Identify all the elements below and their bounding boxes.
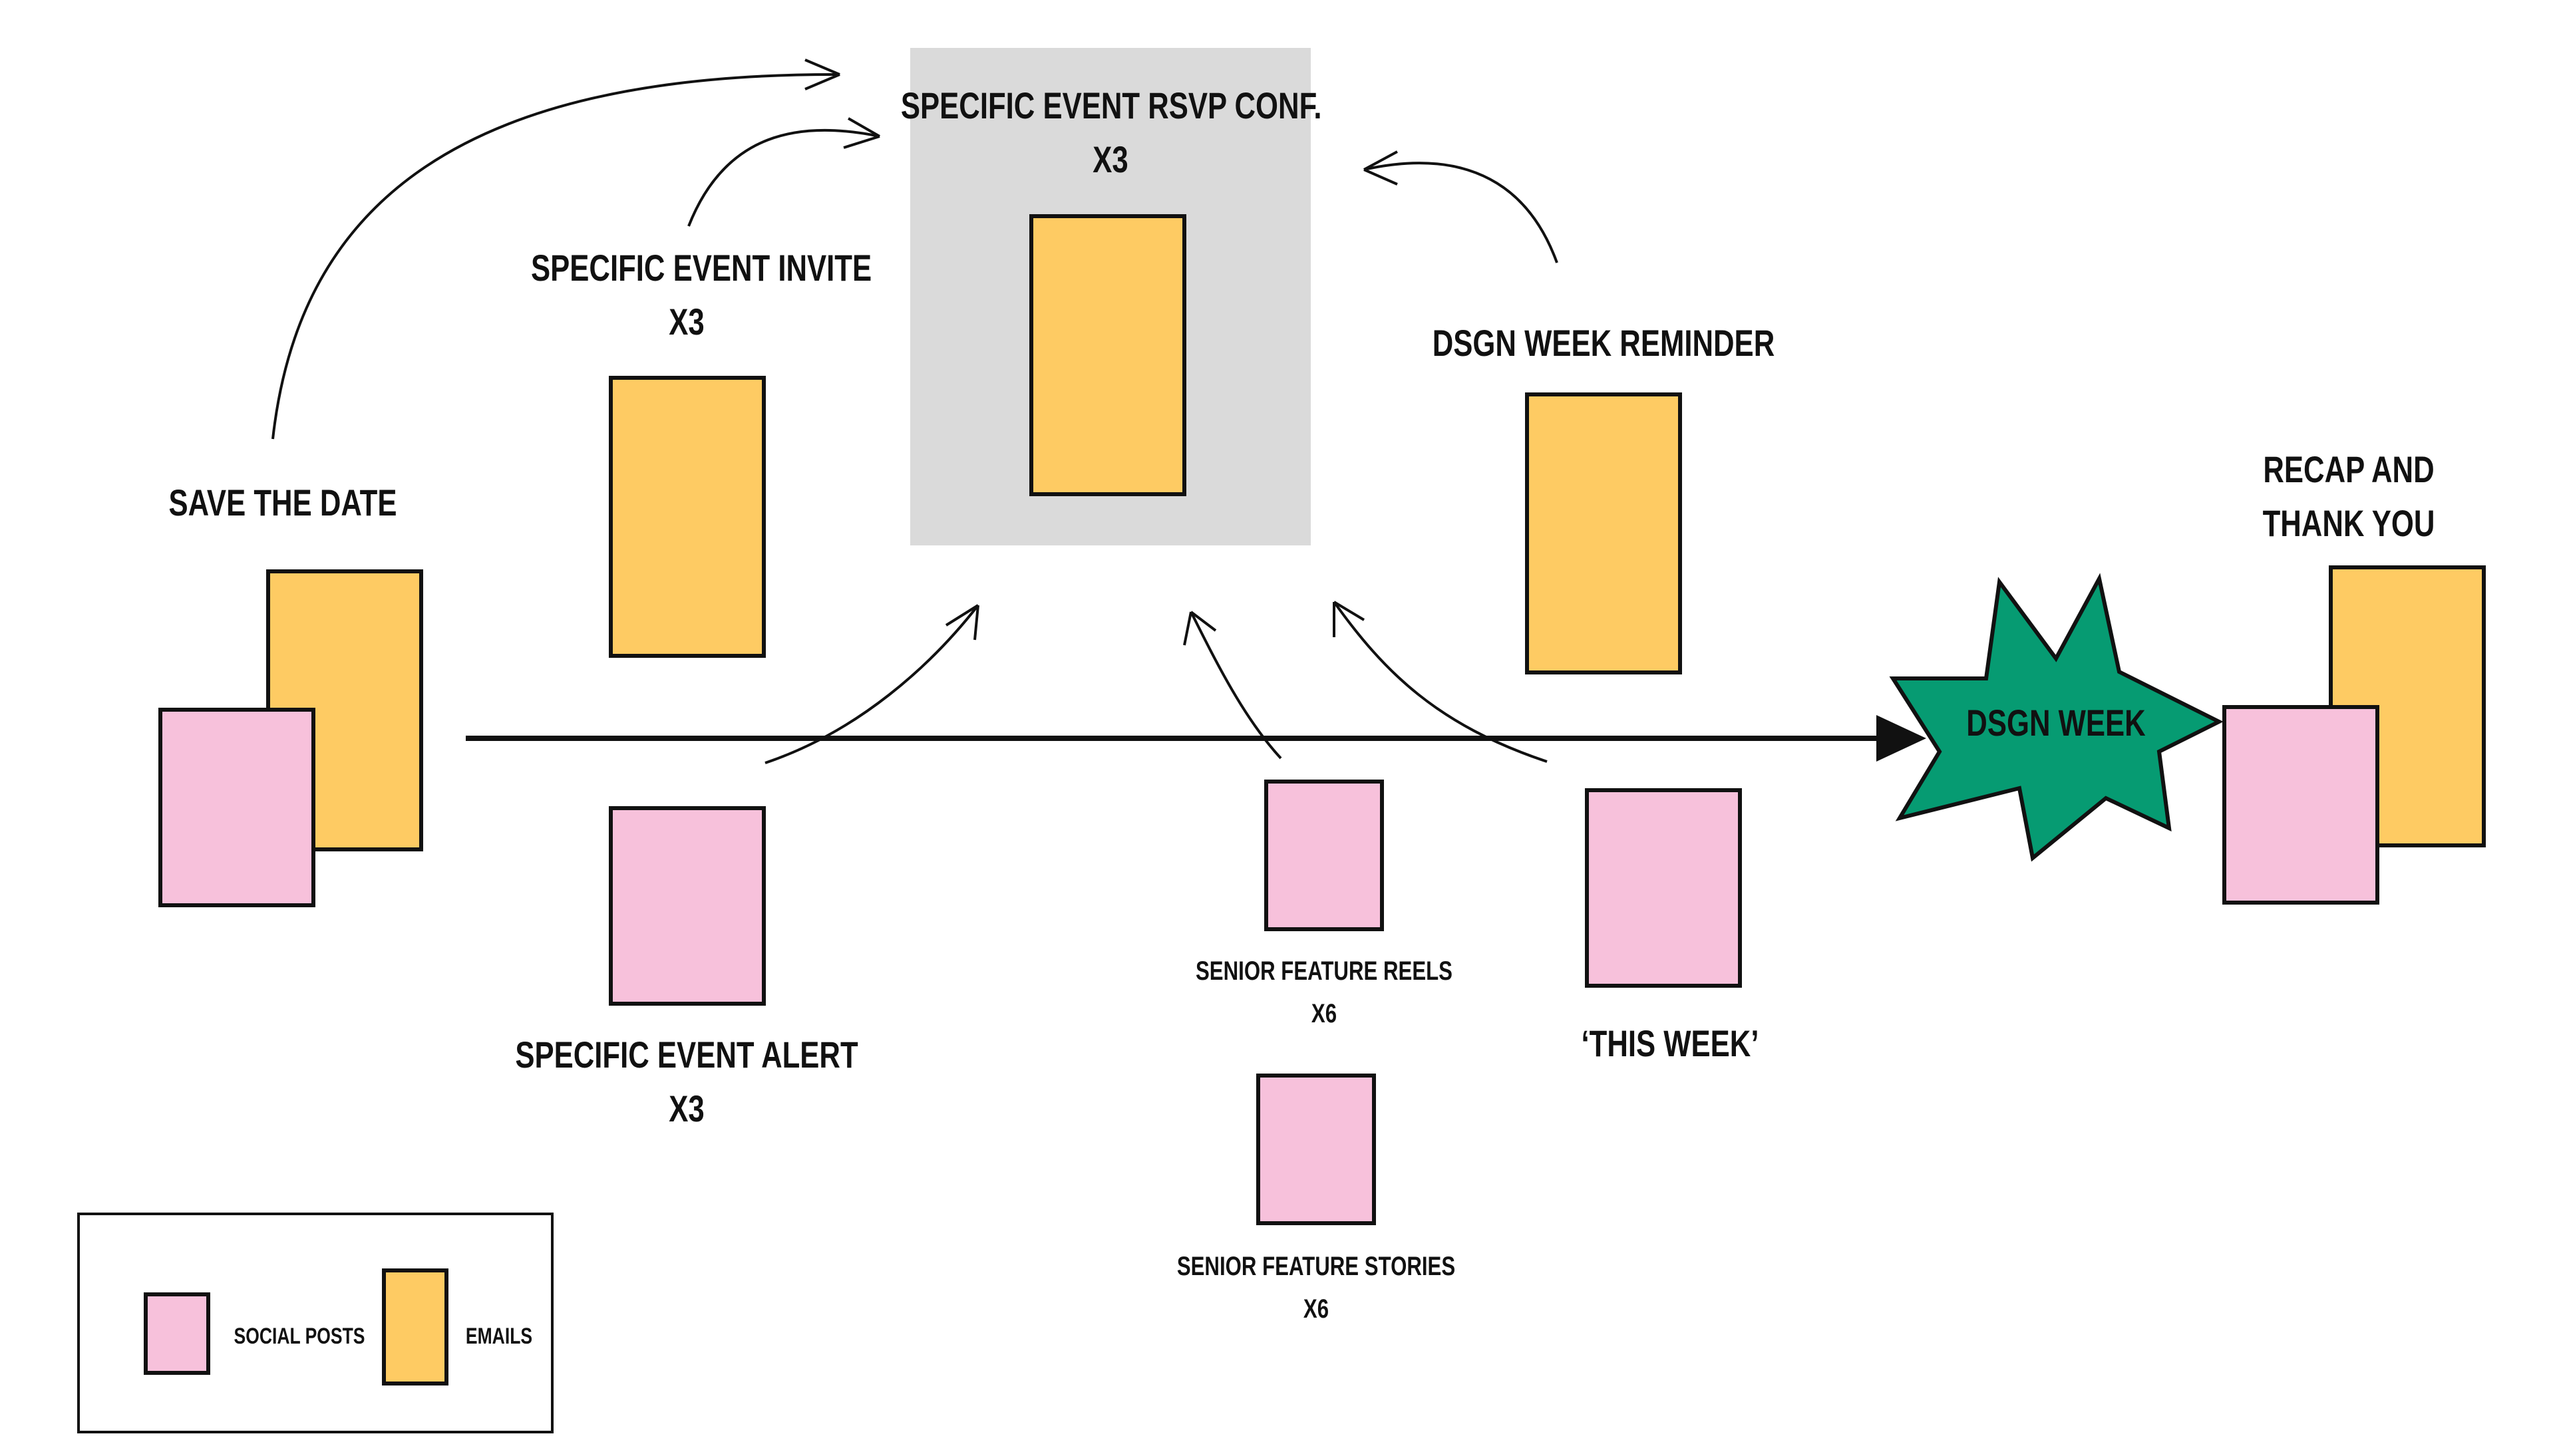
starburst-icon [1889,573,2224,862]
arrow-invite-to-rsvp [687,128,880,227]
event-alert-label: SPECIFIC EVENT ALERT X3 [515,1034,858,1130]
rsvp-conf-email [1029,214,1186,496]
arrow-this-week-to-rsvp [1333,601,1548,763]
save-the-date-social [158,708,315,907]
reminder-email [1525,392,1682,674]
legend-email-label: EMAILS [465,1324,533,1349]
recap-social [2222,705,2379,905]
recap-label: RECAP AND THANK YOU [2262,448,2435,545]
feature-reels-social [1264,780,1384,931]
feature-reels-label: SENIOR FEATURE REELS X6 [1195,956,1453,1028]
rsvp-conf-label: SPECIFIC EVENT RSVP CONF. X3 [900,84,1322,181]
timeline-arrowhead [1876,715,1926,762]
legend-email-swatch [382,1268,448,1385]
arrow-reminder-to-rsvp [1363,162,1558,263]
legend-social-label: SOCIAL POSTS [234,1324,365,1349]
legend-social-swatch [144,1292,210,1375]
arrow-save-date-to-rsvp [271,71,840,440]
legend: SOCIAL POSTS EMAILS [77,1213,554,1433]
feature-stories-social [1256,1074,1376,1225]
feature-stories-label: SENIOR FEATURE STORIES X6 [1176,1252,1456,1324]
dsgn-week-label: DSGN WEEK [1966,702,2146,744]
event-invite-label: SPECIFIC EVENT INVITE X3 [531,247,872,343]
this-week-label: ‘THIS WEEK’ [1581,1022,1759,1064]
this-week-social [1585,788,1742,988]
reminder-label: DSGN WEEK REMINDER [1432,322,1775,364]
event-invite-email [609,376,766,658]
save-the-date-label: SAVE THE DATE [168,482,397,523]
arrow-alert-to-rsvp [765,604,979,764]
arrow-reels-to-rsvp [1190,611,1282,760]
event-alert-social [609,806,766,1006]
